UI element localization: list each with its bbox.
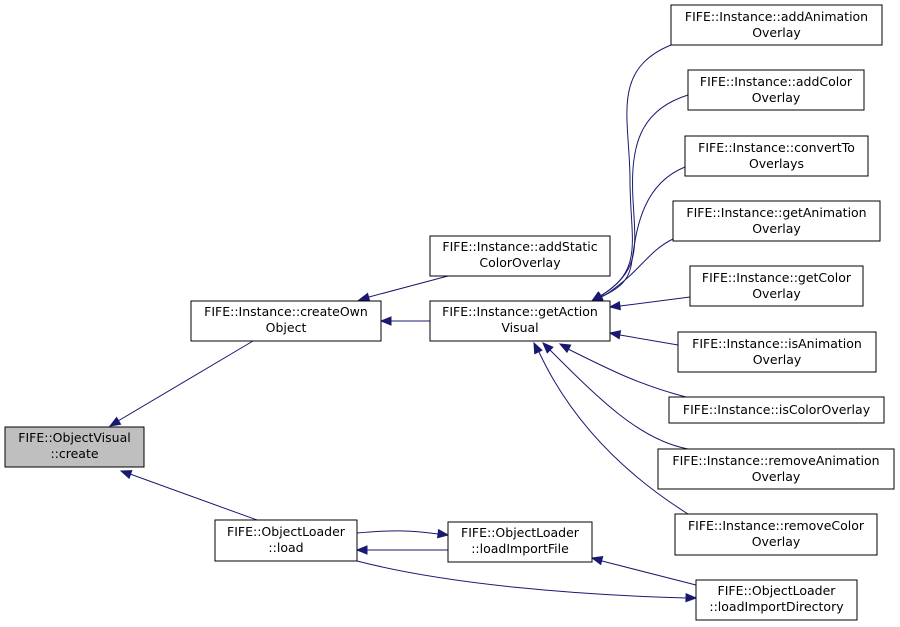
edge-line bbox=[599, 44, 672, 297]
edge-isanimationoverlay-to-getactionvisual bbox=[608, 330, 679, 346]
node-getcoloroverlay-line1: FIFE::Instance::getColor bbox=[702, 270, 852, 285]
node-converttooverlays-line1: FIFE::Instance::convertTo bbox=[698, 140, 855, 155]
node-addanimationoverlay[interactable]: FIFE::Instance::addAnimation Overlay bbox=[670, 4, 883, 46]
edge-iscoloroverlay-to-getactionvisual bbox=[558, 343, 687, 398]
edge-line bbox=[356, 560, 687, 599]
node-addcoloroverlay-line2: Overlay bbox=[752, 90, 801, 105]
node-getanimationoverlay[interactable]: FIFE::Instance::getAnimation Overlay bbox=[672, 200, 881, 242]
node-isanimationoverlay-line2: Overlay bbox=[753, 352, 802, 367]
edge-line bbox=[600, 238, 674, 298]
node-objectloader-load-line1: FIFE::ObjectLoader bbox=[227, 524, 346, 539]
node-iscoloroverlay[interactable]: FIFE::Instance::isColorOverlay bbox=[668, 396, 885, 424]
node-iscoloroverlay-line1: FIFE::Instance::isColorOverlay bbox=[683, 402, 871, 417]
edge-converttooverlays-to-getactionvisual bbox=[590, 166, 686, 302]
arrowhead-icon bbox=[108, 416, 122, 427]
arrowhead-icon bbox=[590, 556, 604, 566]
node-loadimportfile-line1: FIFE::ObjectLoader bbox=[461, 525, 580, 540]
node-getcoloroverlay[interactable]: FIFE::Instance::getColor Overlay bbox=[689, 265, 864, 307]
edge-objectloader-load-to-loadimportfile bbox=[356, 528, 450, 539]
node-createownobject[interactable]: FIFE::Instance::createOwn Object bbox=[190, 300, 382, 342]
node-loadimportfile-line2: ::loadImportFile bbox=[471, 541, 569, 556]
node-getanimationoverlay-line2: Overlay bbox=[752, 221, 801, 236]
edge-line bbox=[601, 560, 697, 586]
arrowhead-icon bbox=[437, 528, 450, 539]
edge-line bbox=[356, 530, 439, 535]
edges bbox=[108, 44, 698, 603]
node-objectvisual-create-line2: ::create bbox=[50, 446, 98, 461]
node-getactionvisual-line2: Visual bbox=[501, 320, 538, 335]
edge-line bbox=[619, 296, 691, 307]
edge-createownobject-to-objectvisual-create bbox=[108, 340, 254, 427]
arrowhead-icon bbox=[357, 292, 371, 302]
arrowhead-icon bbox=[355, 545, 368, 555]
node-removeanimationoverlay-line2: Overlay bbox=[752, 469, 801, 484]
edge-line bbox=[619, 334, 679, 346]
node-removecoloroverlay[interactable]: FIFE::Instance::removeColor Overlay bbox=[674, 513, 878, 556]
edge-line bbox=[600, 94, 689, 297]
node-converttooverlays-line2: Overlays bbox=[749, 156, 804, 171]
edge-line bbox=[368, 275, 449, 298]
node-getactionvisual-line1: FIFE::Instance::getAction bbox=[442, 304, 598, 319]
node-loadimportdirectory[interactable]: FIFE::ObjectLoader ::loadImportDirectory bbox=[695, 579, 858, 621]
arrowhead-icon bbox=[608, 301, 621, 311]
edge-loadimportdirectory-to-loadimportfile bbox=[590, 556, 697, 586]
node-addanimationoverlay-line1: FIFE::Instance::addAnimation bbox=[685, 9, 868, 24]
edge-line bbox=[567, 348, 687, 398]
edge-objectloader-load-to-loadimportdirectory bbox=[356, 560, 698, 603]
edge-line bbox=[600, 166, 686, 298]
edge-getactionvisual-to-createownobject bbox=[379, 316, 430, 326]
arrowhead-icon bbox=[608, 330, 622, 340]
edge-addstaticcoloroverlay-to-createownobject bbox=[357, 275, 449, 302]
edge-objectloader-load-to-objectvisual-create bbox=[119, 470, 258, 521]
edge-removeanimationoverlay-to-getactionvisual bbox=[542, 342, 689, 450]
edge-getcoloroverlay-to-getactionvisual bbox=[608, 296, 691, 311]
node-createownobject-line1: FIFE::Instance::createOwn bbox=[204, 304, 368, 319]
node-isanimationoverlay[interactable]: FIFE::Instance::isAnimation Overlay bbox=[677, 331, 877, 373]
node-isanimationoverlay-line1: FIFE::Instance::isAnimation bbox=[692, 336, 862, 351]
edge-line bbox=[129, 473, 258, 521]
node-removeanimationoverlay-line1: FIFE::Instance::removeAnimation bbox=[672, 453, 879, 468]
edge-loadimportfile-to-objectloader-load bbox=[355, 545, 448, 555]
node-converttooverlays[interactable]: FIFE::Instance::convertTo Overlays bbox=[684, 135, 869, 177]
node-removeanimationoverlay[interactable]: FIFE::Instance::removeAnimation Overlay bbox=[657, 448, 895, 490]
node-objectvisual-create[interactable]: FIFE::ObjectVisual ::create bbox=[4, 426, 145, 468]
node-addstaticcoloroverlay-line1: FIFE::Instance::addStatic bbox=[442, 239, 597, 254]
edge-line bbox=[549, 349, 689, 450]
node-objectloader-load-line2: ::load bbox=[268, 540, 303, 555]
node-getactionvisual[interactable]: FIFE::Instance::getAction Visual bbox=[429, 300, 611, 342]
node-loadimportfile[interactable]: FIFE::ObjectLoader ::loadImportFile bbox=[447, 521, 593, 563]
node-addanimationoverlay-line2: Overlay bbox=[752, 25, 801, 40]
arrowhead-icon bbox=[685, 592, 698, 603]
edge-line bbox=[117, 340, 254, 422]
arrowhead-icon bbox=[379, 316, 392, 326]
node-objectloader-load[interactable]: FIFE::ObjectLoader ::load bbox=[214, 519, 358, 562]
node-createownobject-line2: Object bbox=[266, 320, 307, 335]
node-removecoloroverlay-line1: FIFE::Instance::removeColor bbox=[688, 518, 865, 533]
arrowhead-icon bbox=[119, 470, 133, 480]
node-removecoloroverlay-line2: Overlay bbox=[752, 534, 801, 549]
node-objectvisual-create-line1: FIFE::ObjectVisual bbox=[18, 430, 130, 445]
node-addstaticcoloroverlay[interactable]: FIFE::Instance::addStatic ColorOverlay bbox=[429, 235, 611, 277]
node-addcoloroverlay-line1: FIFE::Instance::addColor bbox=[700, 74, 853, 89]
node-addcoloroverlay[interactable]: FIFE::Instance::addColor Overlay bbox=[687, 69, 865, 111]
edge-removecoloroverlay-to-getactionvisual bbox=[533, 341, 689, 515]
node-getcoloroverlay-line2: Overlay bbox=[752, 286, 801, 301]
edge-line bbox=[538, 351, 689, 515]
node-loadimportdirectory-line1: FIFE::ObjectLoader bbox=[718, 583, 837, 598]
node-getanimationoverlay-line1: FIFE::Instance::getAnimation bbox=[686, 205, 866, 220]
arrowhead-icon bbox=[542, 342, 554, 354]
arrowhead-icon bbox=[558, 343, 572, 354]
node-addstaticcoloroverlay-line2: ColorOverlay bbox=[479, 255, 561, 270]
arrowhead-icon bbox=[533, 341, 543, 355]
node-loadimportdirectory-line2: ::loadImportDirectory bbox=[709, 599, 844, 614]
